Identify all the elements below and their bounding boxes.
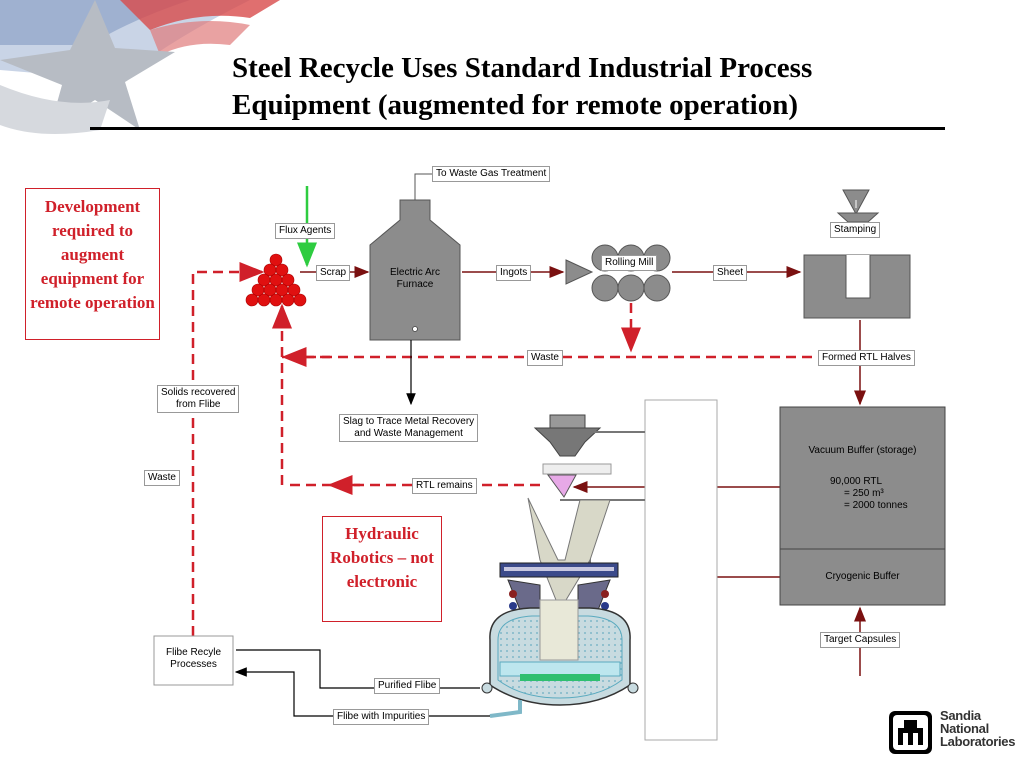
- purified-flibe-line: [236, 649, 480, 689]
- sandia-logo-text: Sandia National Laboratories: [940, 709, 1015, 748]
- formed-rtl-label: Formed RTL Halves: [818, 350, 915, 366]
- vacuum-buffer-capacity: 90,000 RTL = 250 m³ = 2000 tonnes: [830, 476, 908, 512]
- vacuum-buffer-box: [779, 406, 946, 550]
- logo-line2: National: [940, 721, 989, 736]
- development-note: Development required to augment equipmen…: [25, 188, 160, 340]
- vb-line1: 90,000 RTL: [830, 476, 883, 487]
- electric-arc-furnace: [369, 199, 461, 341]
- purified-flibe-label: Purified Flibe: [374, 678, 441, 694]
- flux-agents-label: Flux Agents: [275, 223, 336, 239]
- slag-label: Slag to Trace Metal Recovery and Waste M…: [339, 414, 479, 442]
- solids-line1: Solids recovered: [161, 387, 236, 398]
- title-rule: [90, 127, 945, 130]
- rolling-mill-label: Rolling Mill: [601, 255, 658, 271]
- vacuum-buffer-label: Vacuum Buffer (storage): [808, 445, 917, 456]
- vb-line3: = 2000 tonnes: [844, 500, 908, 511]
- logo-line1: Sandia: [940, 708, 981, 723]
- slag-line2: and Waste Management: [354, 428, 463, 439]
- cryogenic-buffer-box: [779, 548, 946, 606]
- furnace-label-line2: Furnace: [396, 279, 434, 290]
- title-line-1: Steel Recycle Uses Standard Industrial P…: [232, 52, 813, 84]
- flibe-line1: Flibe Recyle: [165, 647, 222, 658]
- stamping-label: Stamping: [830, 222, 881, 238]
- logo-line3: Laboratories: [940, 734, 1016, 749]
- rtl-remains-label: RTL remains: [412, 478, 477, 494]
- flibe-recycle-box: [153, 635, 234, 686]
- slag-line1: Slag to Trace Metal Recovery: [343, 416, 475, 427]
- flag-star-decoration: [0, 0, 280, 134]
- target-capsules-label: Target Capsules: [820, 632, 901, 648]
- gas-line: [414, 173, 432, 200]
- title-line-2: Equipment (augmented for remote operatio…: [232, 89, 798, 121]
- vb-line2: = 250 m³: [844, 488, 884, 499]
- solids-line2: from Flibe: [176, 399, 221, 410]
- flibe-line2: Processes: [170, 659, 217, 670]
- hydraulic-robotics-note: Hydraulic Robotics – not electronic: [322, 516, 442, 622]
- solids-recovered-label: Solids recovered from Flibe: [157, 385, 240, 413]
- waste-label-left: Waste: [144, 470, 180, 486]
- injector-assembly: [533, 414, 645, 565]
- transfer-shaft: [644, 399, 718, 741]
- flibe-solids-line: [191, 262, 265, 636]
- cryogenic-buffer-label: Cryogenic Buffer: [825, 571, 900, 582]
- scrap-label: Scrap: [316, 265, 351, 281]
- furnace-label-line1: Electric Arc: [389, 267, 440, 278]
- sandia-logo-icon: [889, 711, 932, 754]
- page-title: Steel Recycle Uses Standard Industrial P…: [232, 50, 952, 124]
- stamping-press-icon: [803, 189, 911, 319]
- ingots-label: Ingots: [496, 265, 532, 281]
- waste-label-top: Waste: [527, 350, 563, 366]
- scrap-pile-icon: [245, 253, 307, 307]
- flibe-recycle-label: Flibe Recyle Processes: [154, 647, 233, 671]
- flibe-impurities-label: Flibe with Impurities: [333, 709, 430, 725]
- rolling-mill-icon: [565, 244, 671, 302]
- sheet-label: Sheet: [713, 265, 748, 281]
- furnace-label: Electric Arc Furnace: [372, 267, 458, 291]
- reactor-chamber: [481, 497, 639, 718]
- to-waste-gas-label: To Waste Gas Treatment: [432, 166, 551, 182]
